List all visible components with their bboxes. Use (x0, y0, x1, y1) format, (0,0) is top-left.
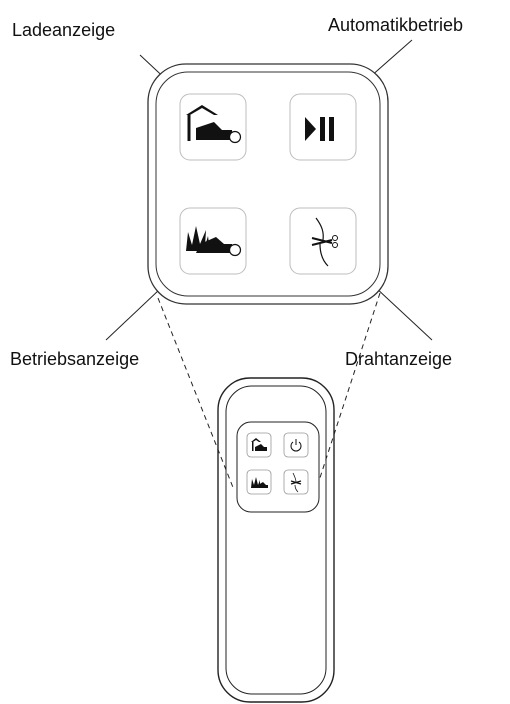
mowing-grass-icon (186, 226, 242, 257)
projection-line-right (315, 292, 381, 491)
wire-indicator-button[interactable] (289, 207, 357, 275)
label-wire-indicator: Drahtanzeige (345, 349, 453, 369)
operation-indicator-button[interactable] (179, 207, 247, 275)
remote-outer-body (217, 377, 335, 703)
wire-cut-icon (290, 472, 302, 493)
play-pause-icon (305, 117, 334, 141)
projection-line-left (157, 297, 235, 491)
remote-button-operation[interactable] (246, 469, 272, 495)
charging-station-icon (186, 105, 242, 144)
charging-station-icon (251, 438, 267, 451)
remote-button-power[interactable] (283, 432, 309, 458)
power-icon (290, 439, 302, 452)
remote-button-wire[interactable] (283, 469, 309, 495)
automatic-mode-button[interactable] (289, 93, 357, 161)
label-automatic-mode: Automatikbetrieb (328, 15, 464, 35)
mowing-grass-icon (251, 477, 268, 488)
enlarged-panel (147, 63, 389, 305)
remote-inner-body (225, 385, 327, 695)
label-charge-indicator: Ladeanzeige (12, 20, 116, 40)
charge-indicator-button[interactable] (179, 93, 247, 161)
projection-lines (157, 292, 381, 491)
wire-cut-icon (311, 217, 338, 267)
remote-button-charge[interactable] (246, 432, 272, 458)
remote-control (217, 377, 335, 703)
label-operation-indicator: Betriebsanzeige (10, 349, 140, 369)
